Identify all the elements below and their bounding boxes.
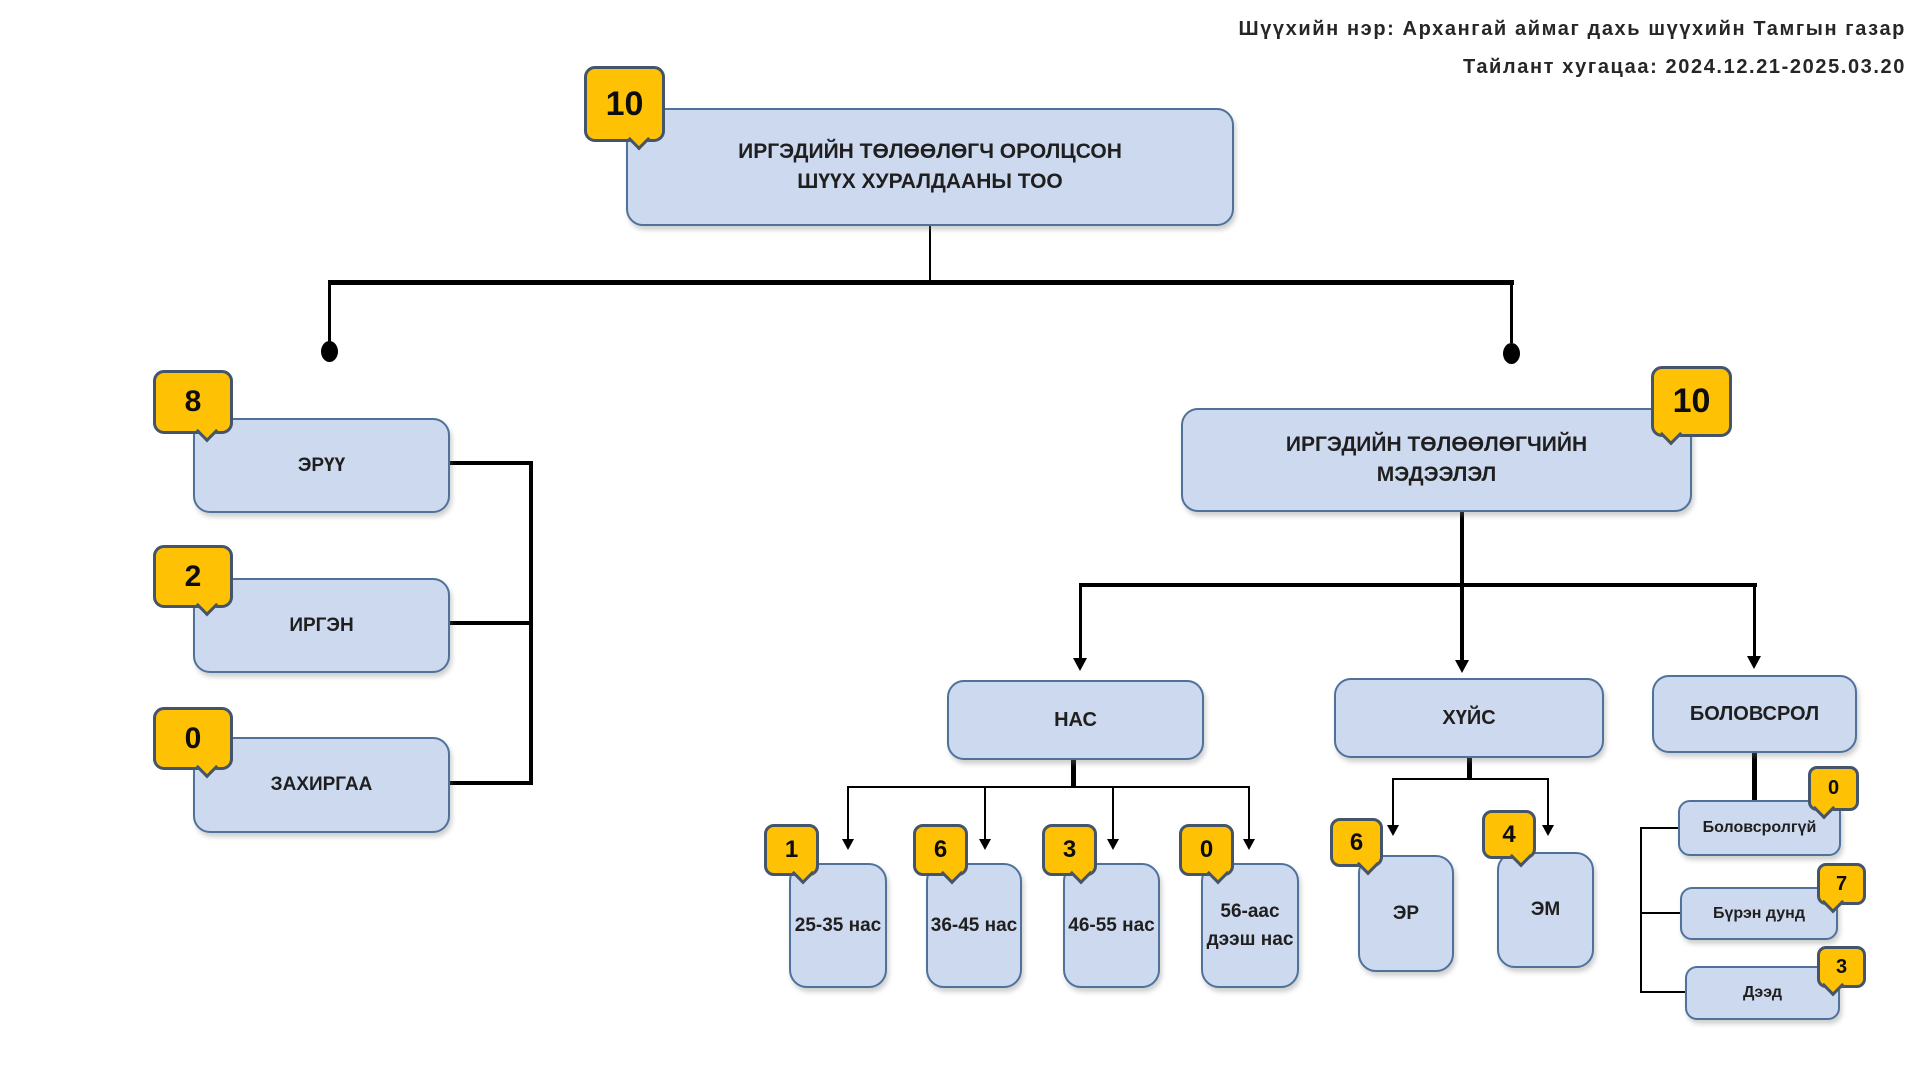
connector-right-drop — [1510, 285, 1513, 343]
connector-edu3 — [1640, 991, 1685, 993]
arrow-male — [1387, 825, 1399, 836]
node-female: ЭМ — [1497, 852, 1594, 968]
badge-criminal: 8 — [153, 370, 233, 434]
node-male: ЭР — [1358, 855, 1454, 972]
node-gender-label: ХҮЙС — [1442, 706, 1496, 729]
node-education-secondary-label: Бүрэн дунд — [1713, 904, 1805, 922]
badge-education-none: 0 — [1808, 766, 1859, 811]
connector-gender-stem — [1467, 755, 1472, 779]
node-hearings-total-line1: ИРГЭДИЙН ТӨЛӨӨЛӨГЧ ОРОЛЦСОН — [738, 139, 1122, 163]
node-gender: ХҮЙС — [1334, 678, 1604, 758]
badge-representative-info: 10 — [1651, 366, 1732, 437]
badge-age-46-55: 3 — [1042, 824, 1097, 876]
connector-to-education — [1753, 583, 1756, 658]
arrow-age2 — [979, 839, 991, 850]
connector-edu2 — [1640, 912, 1680, 914]
node-female-label: ЭМ — [1530, 899, 1561, 921]
node-age-46-55-label: 46-55 нас — [1068, 914, 1155, 936]
connector-age-stem — [1071, 760, 1076, 787]
report-period: Тайлант хугацаа: 2024.12.21-2025.03.20 — [1463, 56, 1906, 78]
badge-age-56-plus: 0 — [1179, 824, 1234, 876]
node-age-46-55: 46-55 нас — [1063, 863, 1160, 988]
node-education-higher: Дээд — [1685, 966, 1840, 1020]
connector-main-horizontal — [328, 280, 1514, 285]
connector-administrative — [450, 781, 533, 785]
connector-education-bracket — [1640, 827, 1642, 993]
node-age-56-plus-label: 56-аас дээш нас — [1206, 900, 1294, 950]
node-education-secondary: Бүрэн дунд — [1680, 887, 1838, 940]
arrow-to-gender — [1455, 660, 1469, 673]
arrow-to-age — [1073, 658, 1087, 671]
connector-left-drop — [328, 285, 331, 343]
node-representative-info-line2: МЭДЭЭЛЭЛ — [1376, 463, 1497, 486]
right-branch-dot — [1503, 343, 1520, 364]
node-age-36-45: 36-45 нас — [926, 863, 1022, 988]
node-hearings-total-line2: ШҮҮХ ХУРАЛДААНЫ ТОО — [797, 170, 1063, 193]
connector-male — [1392, 778, 1394, 826]
connector-age4 — [1248, 786, 1250, 840]
node-education-none-label: Боловсролгүй — [1702, 819, 1817, 837]
node-age-25-35: 25-35 нас — [789, 863, 887, 988]
report-court-name: Шүүхийн нэр: Архангай аймаг дахь шүүхийн… — [1238, 18, 1906, 40]
badge-civil: 2 — [153, 545, 233, 608]
badge-age-25-35: 1 — [764, 824, 819, 876]
connector-civil — [450, 621, 533, 625]
badge-education-higher: 3 — [1817, 946, 1866, 988]
node-criminal-label: ЭРҮҮ — [297, 454, 346, 476]
connector-age-horizontal — [847, 786, 1250, 788]
node-male-label: ЭР — [1392, 902, 1420, 924]
connector-edu1 — [1640, 827, 1678, 829]
connector-education-stem — [1752, 753, 1757, 802]
badge-female: 4 — [1482, 810, 1536, 859]
connector-left-bracket — [529, 461, 533, 785]
node-administrative-label: ЗАХИРГАА — [270, 774, 373, 796]
badge-administrative: 0 — [153, 707, 233, 770]
badge-hearings-total: 10 — [584, 66, 665, 142]
node-education: БОЛОВСРОЛ — [1652, 675, 1857, 753]
node-age-25-35-label: 25-35 нас — [794, 914, 882, 936]
node-civil-label: ИРГЭН — [289, 614, 354, 636]
badge-male: 6 — [1330, 818, 1383, 867]
connector-female — [1547, 778, 1549, 826]
connector-info-stem — [1460, 512, 1464, 662]
node-education-label: БОЛОВСРОЛ — [1689, 702, 1820, 725]
connector-gender-horizontal — [1392, 778, 1549, 780]
node-criminal: ЭРҮҮ — [193, 418, 450, 513]
node-age-label: НАС — [1054, 708, 1097, 731]
connector-age2 — [984, 786, 986, 840]
node-representative-info: ИРГЭДИЙН ТӨЛӨӨЛӨГЧИЙН МЭДЭЭЛЭЛ — [1181, 408, 1692, 512]
node-education-higher-label: Дээд — [1742, 984, 1782, 1002]
node-representative-info-line1: ИРГЭДИЙН ТӨЛӨӨЛӨГЧИЙН — [1285, 432, 1588, 456]
arrow-age1 — [842, 839, 854, 850]
left-branch-dot — [321, 341, 338, 362]
arrow-female — [1542, 825, 1554, 836]
arrow-age3 — [1107, 839, 1119, 850]
connector-age1 — [847, 786, 849, 840]
connector-to-age — [1079, 583, 1082, 660]
node-hearings-total: ИРГЭДИЙН ТӨЛӨӨЛӨГЧ ОРОЛЦСОН ШҮҮХ ХУРАЛДА… — [626, 108, 1234, 226]
badge-age-36-45: 6 — [913, 824, 968, 876]
node-civil: ИРГЭН — [193, 578, 450, 673]
connector-root-stem — [929, 226, 931, 282]
node-age: НАС — [947, 680, 1204, 760]
node-administrative: ЗАХИРГАА — [193, 737, 450, 833]
badge-education-secondary: 7 — [1817, 863, 1866, 905]
arrow-age4 — [1243, 839, 1255, 850]
connector-criminal — [450, 461, 533, 465]
node-age-36-45-label: 36-45 нас — [930, 914, 1018, 936]
connector-info-horizontal — [1079, 583, 1757, 587]
connector-age3 — [1112, 786, 1114, 840]
arrow-to-education — [1747, 656, 1761, 669]
